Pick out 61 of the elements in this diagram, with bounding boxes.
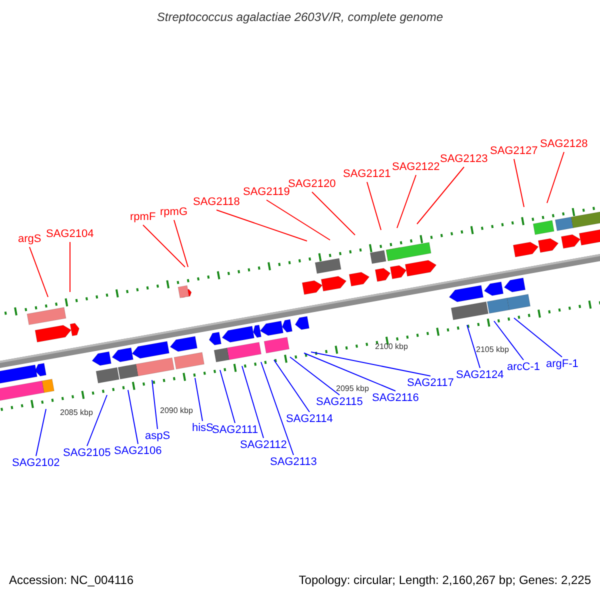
leader-line (142, 224, 186, 268)
gene-label: argF-1 (546, 358, 578, 371)
leader-line (274, 360, 310, 412)
leader-line (514, 158, 524, 208)
gene-label: SAG2102 (12, 457, 60, 470)
gene-label: arcC-1 (507, 361, 540, 374)
gene-label: SAG2123 (440, 153, 488, 166)
scale-label: 2090 kbp (160, 406, 193, 416)
gene-label: SAG2114 (286, 413, 333, 426)
leader-line (310, 352, 431, 376)
title: Streptococcus agalactiae 2603V/R, complete genome (156, 11, 444, 24)
leader-line (304, 352, 396, 392)
gene-label: SAG2118 (193, 196, 240, 209)
scale-label: 2085 kbp (60, 408, 93, 418)
gene-label: SAG2106 (114, 445, 162, 458)
gene-label: SAG2115 (316, 396, 363, 409)
gene-label: argS (18, 233, 42, 246)
leader-line (494, 320, 524, 360)
leader-line (220, 370, 236, 424)
leader-line (266, 200, 330, 240)
gene-label: SAG2128 (540, 138, 588, 151)
leader-line (194, 378, 203, 422)
leader-line (290, 356, 340, 396)
leader-line (29, 246, 48, 298)
leader-line (312, 192, 356, 236)
scale-label: 2100 kbp (375, 342, 408, 352)
gene-label: SAG2122 (392, 161, 440, 174)
gene-label: rpmF (130, 211, 156, 224)
gene-label: SAG2120 (288, 178, 336, 191)
gene-label: SAG2113 (270, 456, 317, 469)
gene-label: SAG2121 (343, 168, 391, 181)
leader-line (216, 210, 308, 242)
scale-label: 2095 kbp (336, 384, 369, 394)
leader-line (366, 182, 382, 230)
leader-line (86, 394, 108, 446)
leader-line (242, 366, 264, 438)
gene-label: SAG2124 (456, 369, 504, 382)
gene-label: SAG2119 (243, 186, 290, 199)
gene-label: SAG2117 (407, 377, 454, 390)
leader-line (174, 220, 188, 268)
leader-line (514, 318, 562, 358)
gene-label: hisS (192, 422, 214, 435)
leader-line (466, 324, 480, 368)
leader-line (396, 174, 416, 228)
scale-label: 2105 kbp (476, 345, 509, 355)
genome-info-text: Topology: circular; Length: 2,160,267 bp; Genes: 2,225 (298, 574, 591, 587)
gene-label: SAG2116 (372, 392, 419, 405)
leader-line (260, 362, 294, 456)
leader-line (546, 152, 564, 204)
leader-line (152, 380, 158, 430)
gene-label: aspS (145, 430, 170, 443)
leader-line (36, 408, 46, 456)
gene-label: SAG2127 (490, 145, 538, 158)
gene-label: SAG2112 (240, 439, 287, 452)
gene-label: SAG2105 (63, 447, 111, 460)
accession-text: Accession: NC_004116 (9, 574, 134, 587)
leader-line (128, 390, 138, 444)
gene-label: SAG2111 (212, 424, 258, 437)
leader-line (416, 166, 464, 224)
gene-label: SAG2104 (46, 228, 94, 241)
gene-label: rpmG (160, 206, 188, 219)
